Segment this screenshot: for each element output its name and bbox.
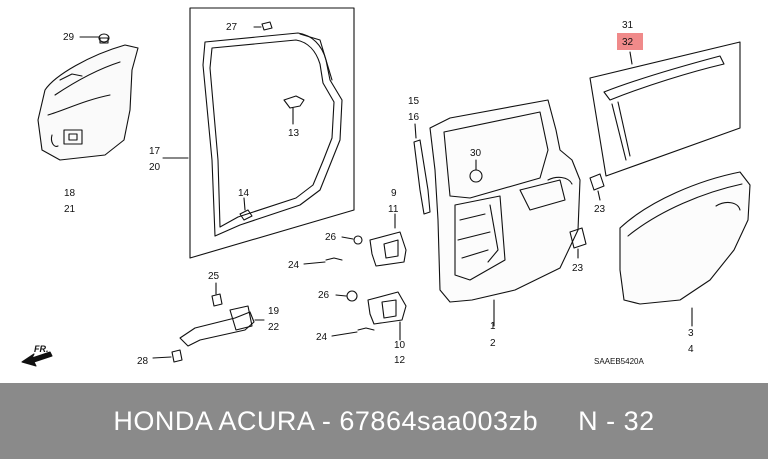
callout-19: 19 [268,306,280,317]
front-arrow-label: FR. [34,344,49,354]
callout-30: 30 [470,148,482,159]
callout-32: 32 [622,37,634,48]
plug-part-30 [469,159,483,183]
callout-15: 15 [408,96,420,107]
callout-9: 9 [391,188,397,199]
callout-20: 20 [149,162,161,173]
clip-part-29 [79,33,110,44]
stopper-lower [569,227,587,259]
outer-door-skin [619,171,751,327]
callout-26a: 26 [325,232,337,243]
door-checker [152,282,265,363]
part-caption: HONDA ACURA - 67864saa003zb N - 32 [113,406,655,436]
front-arrow-icon [21,351,53,367]
callout-10: 10 [394,340,406,351]
callout-26b: 26 [318,290,330,301]
callout-4: 4 [688,344,694,355]
callout-29: 29 [63,32,75,43]
upper-hinge [303,213,407,267]
callout-3: 3 [688,328,694,339]
clip-part-14 [239,197,253,221]
callout-24b: 24 [316,332,328,343]
run-channel [413,123,431,215]
diagram-code: SAAEB5420A [594,357,644,366]
callout-2: 2 [490,338,496,349]
stopper-upper [589,173,605,201]
callout-12: 12 [394,355,406,366]
highlight-box [617,33,643,50]
parts-diagram: 29 27 13 17 20 18 21 14 15 16 30 9 11 26… [21,7,751,367]
callout-23b: 23 [572,263,584,274]
clip-part-13 [283,95,305,125]
callout-14: 14 [238,188,250,199]
callout-13: 13 [288,128,300,139]
callout-27: 27 [226,22,238,33]
caption-bar: HONDA ACURA - 67864saa003zb N - 32 [0,383,768,459]
inner-cover-sheet [37,44,139,161]
molding-box [589,41,741,177]
callout-22: 22 [268,322,280,333]
callout-17: 17 [149,146,161,157]
callout-18: 18 [64,188,76,199]
callout-24a: 24 [288,260,300,271]
callout-21: 21 [64,204,76,215]
callout-25: 25 [208,271,220,282]
callout-labels: 29 27 13 17 20 18 21 14 15 16 30 9 11 26… [34,20,694,367]
weatherstrip-box [162,7,355,259]
clip-part-27 [253,21,273,31]
callout-31: 31 [622,20,634,31]
callout-28: 28 [137,356,149,367]
callout-16: 16 [408,112,420,123]
door-inner-panel [429,99,581,327]
lower-hinge [331,290,407,341]
callout-1: 1 [490,321,496,332]
callout-23a: 23 [594,204,606,215]
exploded-view: 29 27 13 17 20 18 21 14 15 16 30 9 11 26… [21,7,751,367]
callout-11: 11 [388,204,399,215]
